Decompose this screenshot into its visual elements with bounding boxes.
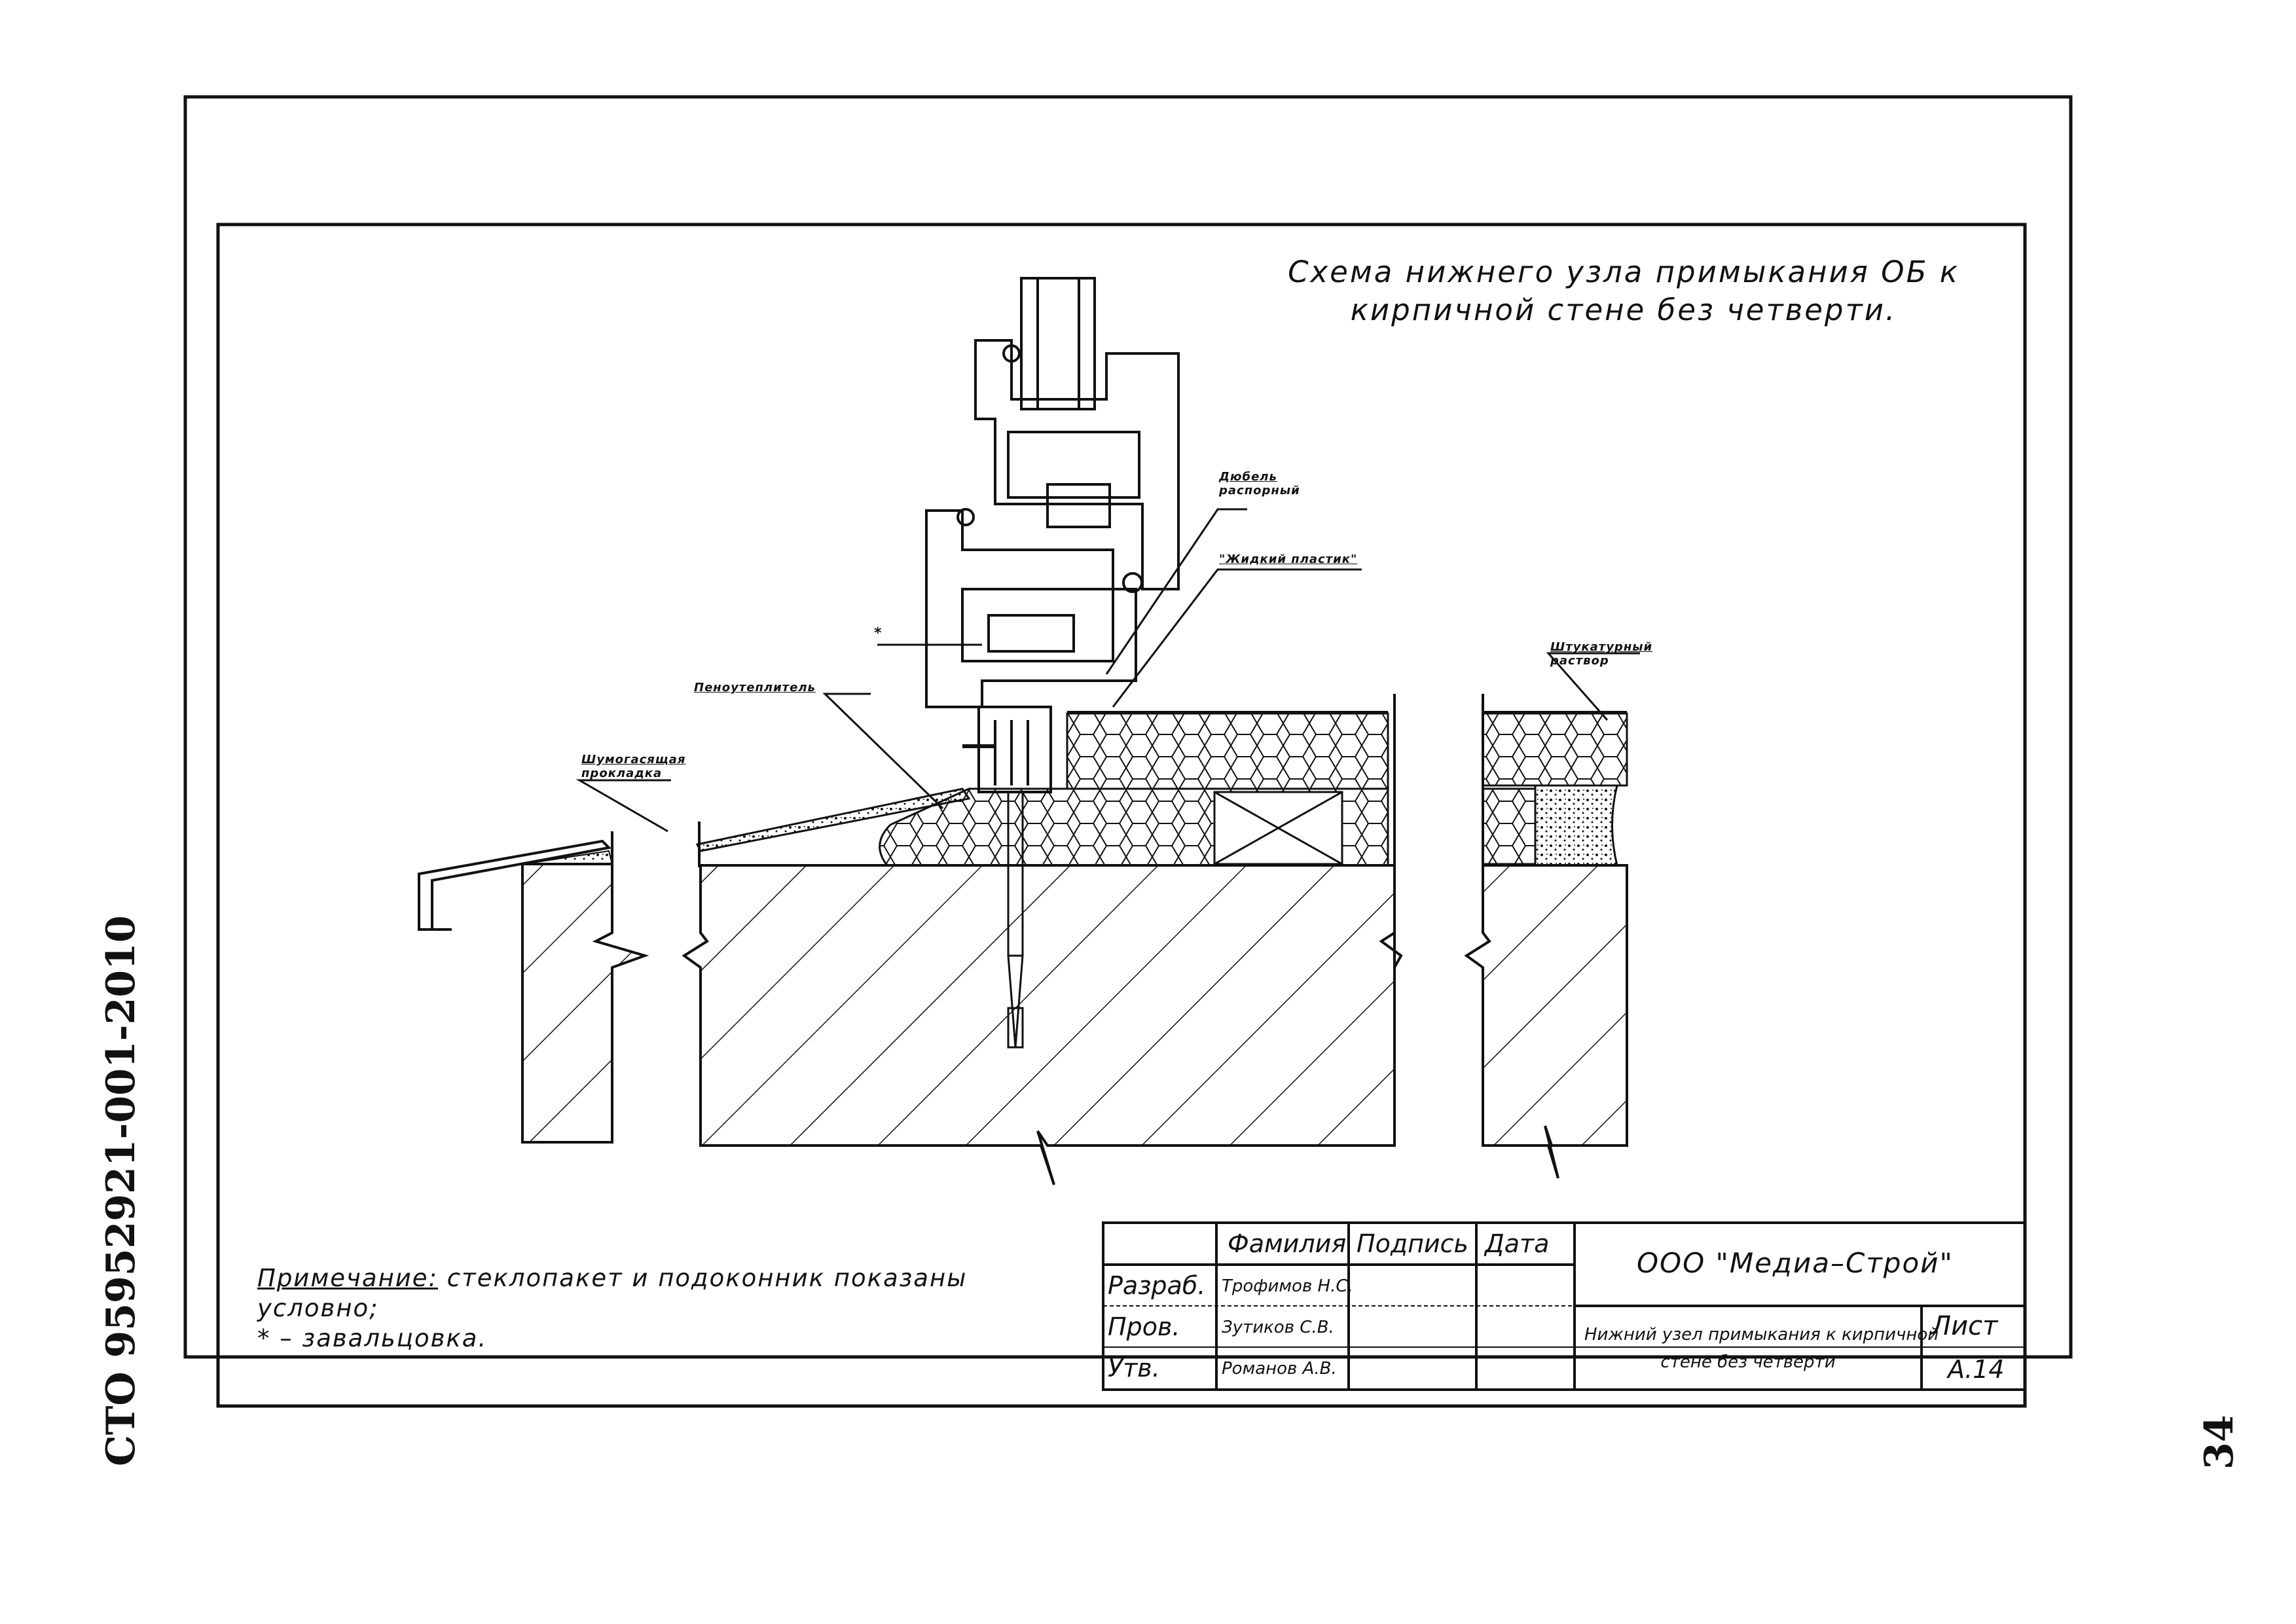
insulation-right-lower <box>1482 787 1537 865</box>
note-line1: стеклопакет и подоконник показаны <box>438 1264 968 1292</box>
label-plaster-line1: Штукатурный <box>1550 640 1653 654</box>
window-profile <box>925 277 1180 793</box>
note: Примечание: стеклопакет и подоконник пок… <box>257 1263 1010 1354</box>
tb-doc-name: Нижний узел примыкания к кирпичной стене… <box>1584 1321 1939 1376</box>
label-dowel: Дюбель распорный <box>1219 470 1300 497</box>
document-code: СТО 95952921-001-2010 <box>98 915 144 1466</box>
drip-cap <box>418 839 612 931</box>
tb-name-3: Романов А.В. <box>1222 1359 1337 1379</box>
page-number: 34 <box>2196 1415 2242 1470</box>
brick-wall-right-piece <box>1464 864 1628 1179</box>
title-line-2: кирпичной стене без четверти. <box>1350 293 1897 327</box>
tb-name-2: Зутиков С.В. <box>1222 1318 1334 1337</box>
inner-frame <box>216 223 2027 1408</box>
label-noise-line1: Шумогасящая <box>581 753 686 767</box>
label-dowel-line1: Дюбель <box>1219 470 1277 484</box>
label-plaster: Штукатурный раствор <box>1550 640 1652 668</box>
note-line3: * – завальцовка. <box>257 1324 488 1352</box>
title-line-1: Схема нижнего узла примыкания ОБ к <box>1288 255 1959 289</box>
drawing-title: Схема нижнего узла примыкания ОБ к кирпи… <box>1277 253 1971 329</box>
brick-wall-left-piece <box>521 863 649 1144</box>
tb-role-2: Пров. <box>1108 1312 1180 1341</box>
label-dowel-line2: распорный <box>1219 484 1300 497</box>
tb-sheet-label: Лист <box>1931 1311 1998 1341</box>
plaster-layer <box>1534 784 1618 867</box>
tb-company: ООО "Медиа–Строй" <box>1637 1247 1954 1279</box>
insulation-right-upper <box>1482 712 1628 787</box>
break-line-1 <box>592 931 648 969</box>
tb-role-3: Утв. <box>1108 1354 1160 1382</box>
tb-doc-name-line1: Нижний узел примыкания к кирпичной <box>1584 1325 1939 1344</box>
tb-name-1: Трофимов Н.С. <box>1222 1276 1353 1296</box>
leaders <box>575 508 1640 833</box>
anchor-dowel <box>1007 791 1024 1049</box>
label-foam: Пеноутеплитель <box>694 681 816 695</box>
brick-wall-main <box>682 864 1403 1185</box>
tb-col-surname: Фамилия <box>1228 1229 1347 1258</box>
label-noise-pad: Шумогасящая прокладка <box>581 753 685 780</box>
tb-col-date: Дата <box>1485 1229 1550 1258</box>
label-liquid-plastic: "Жидкий пластик" <box>1219 552 1358 566</box>
label-plaster-line2: раствор <box>1550 654 1609 668</box>
tb-col-signature: Подпись <box>1357 1229 1468 1258</box>
label-star: * <box>874 625 883 641</box>
tb-doc-name-line2: стене без четверти <box>1660 1352 1836 1372</box>
insulation-upper <box>1066 712 1389 790</box>
label-noise-line2: прокладка <box>581 767 663 780</box>
note-line2: условно; <box>257 1294 379 1322</box>
note-heading: Примечание: <box>257 1264 439 1292</box>
tb-role-1: Разраб. <box>1108 1271 1206 1300</box>
tb-sheet-value: А.14 <box>1948 1355 2005 1384</box>
